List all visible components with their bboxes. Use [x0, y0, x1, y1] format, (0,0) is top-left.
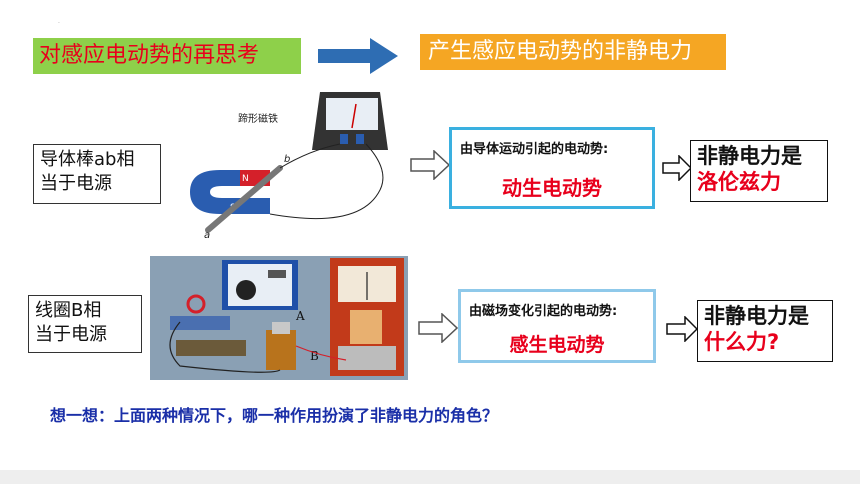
side-label-line: 当于电源	[40, 173, 112, 194]
force-answer: 洛伦兹力	[697, 170, 781, 194]
force-box-row1: 非静电力是 洛伦兹力	[690, 140, 828, 202]
mid-box-title: 动生电动势	[502, 176, 602, 200]
force-box-row2: 非静电力是 什么力?	[697, 300, 833, 362]
coil-experiment-figure: A B	[150, 256, 408, 380]
coil-a-label: A	[295, 309, 305, 323]
magnet-experiment-figure: 蹄形磁铁 N S a b	[180, 80, 395, 242]
power-supply-icon	[222, 260, 298, 310]
side-label-line: 线圈B相	[35, 300, 102, 321]
conductor-rod	[205, 165, 283, 233]
side-label-line: 导体棒ab相	[40, 149, 135, 170]
hollow-arrow-icon	[418, 313, 458, 343]
big-arrow-icon	[318, 38, 398, 74]
rod-end-b-label: b	[284, 154, 290, 165]
footer-bar	[0, 470, 860, 484]
hollow-arrow-icon	[410, 150, 450, 180]
hollow-arrow-icon	[662, 155, 692, 181]
mid-box-row1: 由导体运动引起的电动势: 动生电动势	[449, 127, 655, 209]
mid-box-title: 感生电动势	[509, 334, 605, 356]
corner-dot: .	[58, 18, 60, 25]
mid-box-row2: 由磁场变化引起的电动势: 感生电动势	[458, 289, 656, 363]
side-label-row2: 线圈B相 当于电源	[28, 295, 142, 353]
force-answer: 什么力?	[704, 330, 780, 354]
rheostat-icon	[170, 294, 246, 356]
magnet-n-label: N	[242, 174, 249, 184]
figure-caption: 蹄形磁铁	[238, 112, 278, 125]
side-label-line: 当于电源	[35, 324, 107, 345]
title-left: 对感应电动势的再思考	[33, 38, 301, 74]
side-label-row1: 导体棒ab相 当于电源	[33, 144, 161, 204]
ammeter-icon	[330, 258, 404, 376]
rod-end-a-label: a	[204, 230, 210, 241]
coil-icon	[266, 322, 296, 370]
force-line: 非静电力是	[697, 144, 802, 168]
mid-box-caption: 由导体运动引起的电动势:	[460, 142, 609, 157]
force-line: 非静电力是	[704, 304, 809, 328]
hollow-arrow-icon	[666, 316, 698, 342]
question-text: 想一想：上面两种情况下，哪一种作用扮演了非静电力的角色？	[50, 406, 499, 425]
mid-box-caption: 由磁场变化引起的电动势:	[469, 304, 618, 319]
galvanometer-icon	[312, 92, 388, 150]
coil-b-label: B	[310, 349, 319, 363]
title-right: 产生感应电动势的非静电力	[420, 34, 726, 70]
